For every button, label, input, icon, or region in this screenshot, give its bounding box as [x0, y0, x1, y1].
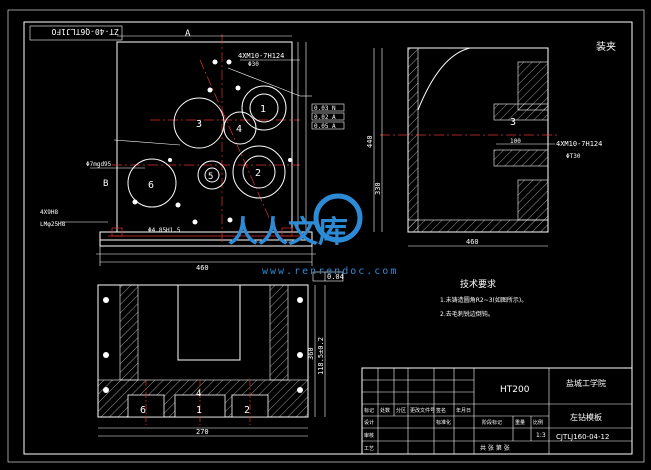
circle-hole-3 — [173, 97, 225, 149]
svg-text:左钻模板: 左钻模板 — [570, 412, 602, 422]
technical-requirements: 技术要求 1.未铸造圆角R2~3(如图所示)。 2.去毛刺锐边倒钝。 — [440, 278, 527, 318]
svg-text:2: 2 — [244, 405, 250, 416]
svg-text:CJTLJ160-04-12: CJTLJ160-04-12 — [556, 433, 609, 441]
svg-text:118.5±0.2: 118.5±0.2 — [317, 337, 325, 375]
svg-text:3: 3 — [196, 119, 202, 130]
drawing-code-rotated: ZT-40-Q6TLJ1FO — [51, 27, 119, 36]
svg-text:人人文库: 人人文库 — [228, 215, 348, 250]
svg-text:B: B — [103, 179, 108, 189]
svg-text:年月日: 年月日 — [456, 407, 471, 414]
svg-text:6: 6 — [140, 405, 146, 416]
svg-text:Φ4.85H1.5: Φ4.85H1.5 — [148, 227, 181, 234]
title-block: HT200 盐城工学院 左钻模板 CJTLJ160-04-12 标记 处数 分区… — [361, 367, 633, 455]
svg-text:技术要求: 技术要求 — [460, 278, 496, 290]
svg-text:460: 460 — [196, 264, 209, 272]
svg-text:标记: 标记 — [364, 407, 374, 414]
code-box — [29, 25, 123, 41]
circle-hole-1 — [241, 85, 287, 131]
svg-text:设计: 设计 — [364, 419, 374, 426]
svg-text:4XM10-7H124: 4XM10-7H124 — [238, 52, 284, 60]
svg-text:5: 5 — [208, 172, 213, 182]
svg-text:0.05 A: 0.05 A — [314, 123, 336, 130]
svg-text:0.03 N: 0.03 N — [314, 105, 336, 112]
circle-hole-6 — [127, 158, 177, 208]
svg-text:ΦT30: ΦT30 — [566, 153, 581, 160]
svg-text:1: 1 — [260, 104, 266, 115]
svg-text:6: 6 — [148, 180, 154, 191]
svg-text:0.04: 0.04 — [327, 273, 344, 281]
circle-hole-5 — [197, 160, 227, 190]
svg-text:1: 1 — [196, 405, 202, 416]
svg-text:重量: 重量 — [515, 419, 525, 426]
tolerance-frames: 0.03 N 0.02 A 0.05 A — [311, 103, 345, 130]
svg-text:共 张 第 张: 共 张 第 张 — [480, 444, 510, 452]
svg-text:Φ7mgd95: Φ7mgd95 — [86, 161, 112, 168]
svg-text:2.去毛刺锐边倒钝。: 2.去毛刺锐边倒钝。 — [440, 310, 494, 318]
sheet-outer-border — [23, 21, 633, 455]
svg-text:签名: 签名 — [436, 407, 446, 414]
circle-hole-2 — [232, 145, 286, 199]
svg-text:www.renrendoc.com: www.renrendoc.com — [262, 266, 398, 277]
corner-mark: 装夹 — [596, 40, 616, 53]
svg-text:0.02 A: 0.02 A — [314, 114, 336, 121]
svg-text:审核: 审核 — [364, 432, 374, 439]
svg-text:Φ30: Φ30 — [248, 61, 259, 68]
sheet-inner-border — [7, 9, 645, 463]
svg-text:360: 360 — [307, 347, 315, 360]
svg-text:更改文件号: 更改文件号 — [410, 407, 435, 414]
svg-text:阶段标记: 阶段标记 — [482, 419, 502, 426]
svg-text:标准化: 标准化 — [436, 419, 451, 426]
svg-text:330: 330 — [374, 182, 382, 195]
side-section-view: 3 100 4XM10-7H124 ΦT30 440 330 460 — [366, 47, 602, 247]
svg-text:处数: 处数 — [380, 407, 390, 414]
watermark: 人人文库 www.renrendoc.com — [228, 193, 398, 277]
svg-text:比例: 比例 — [533, 419, 543, 426]
svg-text:LMφ25H8: LMφ25H8 — [40, 221, 66, 228]
svg-text:460: 460 — [466, 238, 479, 246]
bottom-section-view: 6 1 2 4 360 118.5±0.2 270 — [97, 284, 326, 437]
svg-text:分区: 分区 — [396, 407, 406, 414]
front-view: 1 3 4 2 5 6 A 4XM10-7H124 Φ30 0.03 N 0.0… — [40, 29, 345, 282]
svg-text:270: 270 — [196, 428, 209, 436]
svg-text:440: 440 — [366, 135, 374, 148]
svg-text:3: 3 — [510, 117, 516, 128]
svg-text:4: 4 — [236, 124, 242, 135]
svg-text:4XM10-7H124: 4XM10-7H124 — [556, 140, 602, 148]
svg-text:A: A — [185, 29, 191, 39]
svg-text:4: 4 — [196, 389, 201, 399]
svg-text:100: 100 — [510, 138, 521, 145]
svg-text:4X9H8: 4X9H8 — [40, 209, 58, 216]
svg-text:1.未铸造圆角R2~3(如图所示)。: 1.未铸造圆角R2~3(如图所示)。 — [440, 296, 527, 304]
circle-hole-4 — [223, 111, 257, 145]
svg-text:盐城工学院: 盐城工学院 — [566, 378, 606, 388]
svg-text:工艺: 工艺 — [364, 446, 374, 452]
svg-text:HT200: HT200 — [500, 385, 530, 395]
flatness-frame — [312, 271, 344, 282]
svg-text:2: 2 — [255, 168, 261, 179]
svg-text:1:3: 1:3 — [536, 432, 546, 439]
